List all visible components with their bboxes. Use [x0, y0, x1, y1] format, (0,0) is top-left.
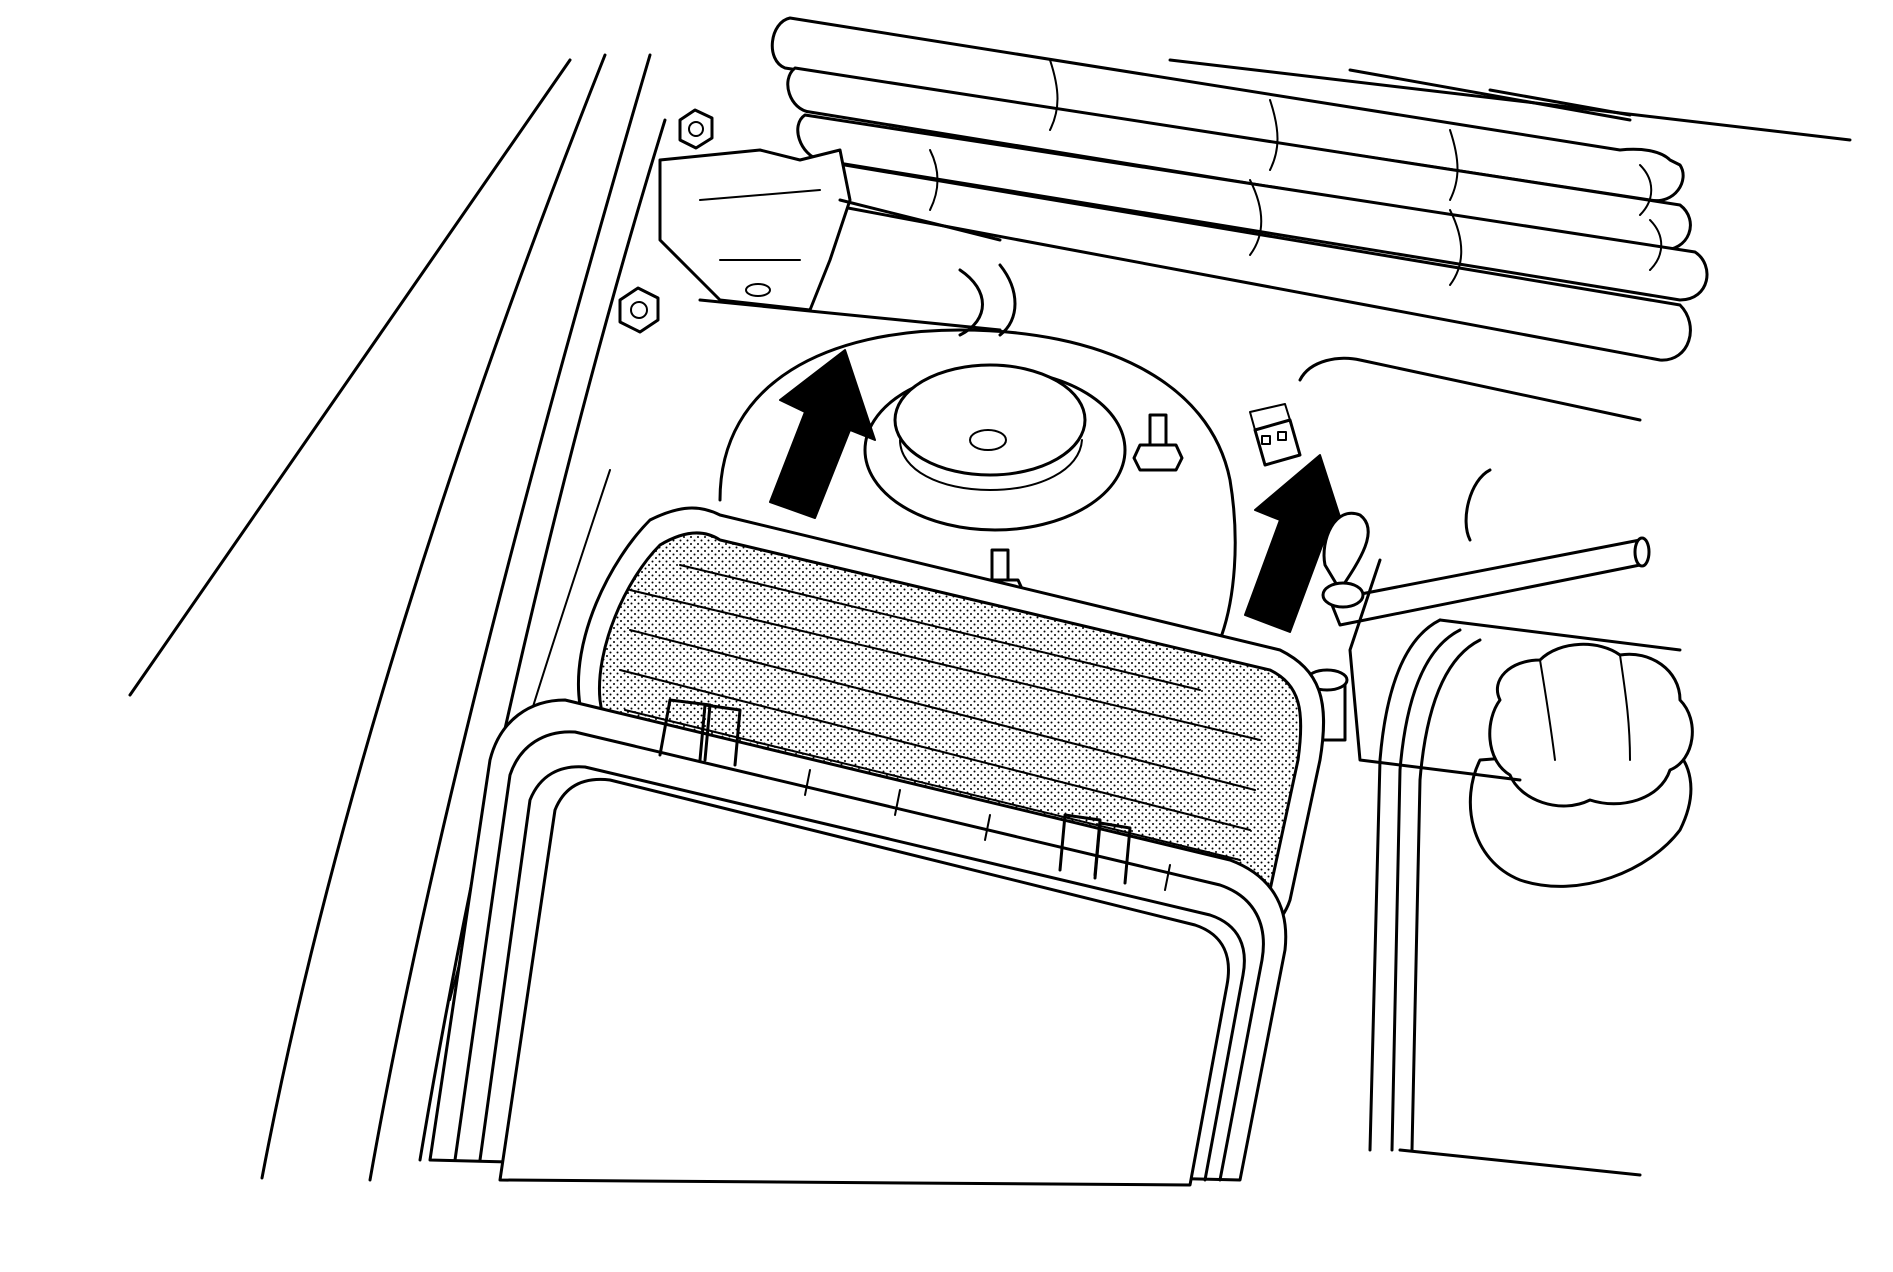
strut-tower [718, 328, 1237, 642]
arrow-up-icon [769, 349, 876, 519]
battery-outline [1368, 618, 1682, 1177]
reservoir-cap [1468, 642, 1694, 888]
hood-edge-lines [1168, 58, 1852, 142]
wiper-linkage-tubes [770, 16, 1709, 362]
strut-bracket [658, 148, 1017, 337]
vacuum-hose [1305, 511, 1651, 742]
flange-nut [618, 286, 660, 334]
air-cleaner-housing [428, 698, 1288, 1187]
strut-mount-stud [1132, 413, 1184, 472]
flange-nut [678, 108, 714, 150]
electrical-connector [1249, 403, 1302, 467]
arrow-up-icon [1244, 454, 1351, 633]
cowl-right-panel [1298, 356, 1642, 782]
